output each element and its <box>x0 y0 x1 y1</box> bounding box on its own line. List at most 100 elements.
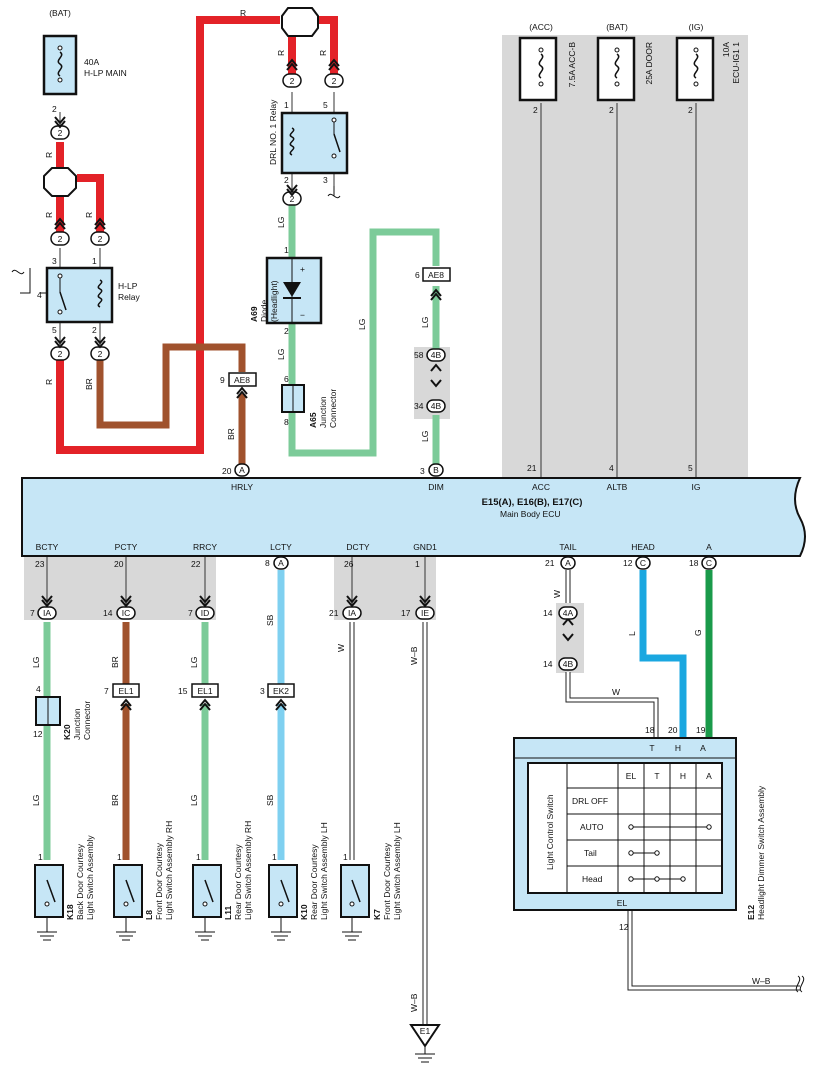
svg-text:IE: IE <box>421 608 429 618</box>
svg-text:PCTY: PCTY <box>115 542 138 552</box>
fuse-acc-b: (ACC) 2 7.5A ACC-B <box>518 22 577 115</box>
svg-text:20: 20 <box>222 466 232 476</box>
svg-text:1: 1 <box>196 852 201 862</box>
ecu-top-grey-panel <box>502 35 748 479</box>
svg-text:58: 58 <box>414 350 424 360</box>
svg-text:14: 14 <box>103 608 113 618</box>
fuse-door: (BAT) 2 25A DOOR <box>596 22 654 115</box>
svg-text:25A DOOR: 25A DOOR <box>644 42 654 85</box>
svg-text:20: 20 <box>114 559 124 569</box>
junction-connector-k20: K20 Junction Connector <box>35 696 92 740</box>
svg-text:2: 2 <box>290 194 295 204</box>
svg-text:EL: EL <box>626 771 637 781</box>
svg-text:H-LP MAIN: H-LP MAIN <box>84 68 127 78</box>
drl-relay: DRL NO. 1 Relay <box>268 99 349 199</box>
svg-text:Head: Head <box>582 874 603 884</box>
svg-text:A: A <box>706 771 712 781</box>
wb-wires <box>422 622 800 1025</box>
svg-text:R: R <box>44 152 54 158</box>
svg-text:K18: K18 <box>65 904 75 920</box>
svg-text:2: 2 <box>284 175 289 185</box>
svg-text:17: 17 <box>401 608 411 618</box>
svg-text:A65: A65 <box>308 412 318 428</box>
svg-text:Front Door Courtesy: Front Door Courtesy <box>154 842 164 920</box>
svg-text:T: T <box>654 771 659 781</box>
lightgreen-wires <box>43 205 440 860</box>
svg-text:H-LP: H-LP <box>118 281 138 291</box>
svg-text:20: 20 <box>668 725 678 735</box>
svg-text:Light Switch Assembly LH: Light Switch Assembly LH <box>319 822 329 920</box>
svg-text:9: 9 <box>220 375 225 385</box>
svg-text:(ACC): (ACC) <box>529 22 553 32</box>
svg-text:R: R <box>240 8 246 18</box>
svg-text:Light Control Switch: Light Control Switch <box>545 794 555 870</box>
svg-text:3: 3 <box>52 256 57 266</box>
svg-text:(BAT): (BAT) <box>606 22 628 32</box>
door-switch-k7: K7 Front Door Courtesy Light Switch Asse… <box>340 822 402 941</box>
svg-text:EL1: EL1 <box>118 686 133 696</box>
svg-text:H: H <box>680 771 686 781</box>
svg-text:23: 23 <box>35 559 45 569</box>
svg-text:L11: L11 <box>223 906 233 920</box>
svg-text:AE8: AE8 <box>428 270 444 280</box>
svg-text:12: 12 <box>619 922 629 932</box>
svg-text:22: 22 <box>191 559 201 569</box>
svg-text:R: R <box>276 50 286 56</box>
svg-text:Junction: Junction <box>72 708 82 740</box>
svg-text:7: 7 <box>104 686 109 696</box>
svg-text:W: W <box>336 644 346 652</box>
svg-text:2: 2 <box>688 105 693 115</box>
svg-text:4: 4 <box>36 684 41 694</box>
connector-2-g: 2 <box>324 73 344 88</box>
svg-text:BR: BR <box>110 656 120 668</box>
wire-l-blue <box>639 570 687 738</box>
wb-break-mark <box>795 975 805 993</box>
svg-text:(Headlight): (Headlight) <box>269 280 279 322</box>
svg-text:Light Switch Assembly RH: Light Switch Assembly RH <box>164 821 174 920</box>
svg-text:A: A <box>565 558 571 568</box>
svg-text:7: 7 <box>188 608 193 618</box>
svg-text:AE8: AE8 <box>234 375 250 385</box>
svg-text:15: 15 <box>178 686 188 696</box>
svg-text:C: C <box>706 558 712 568</box>
svg-text:LG: LG <box>189 657 199 668</box>
svg-text:LG: LG <box>31 795 41 806</box>
svg-text:3: 3 <box>323 175 328 185</box>
svg-text:A: A <box>239 465 245 475</box>
svg-text:4A: 4A <box>563 608 574 618</box>
svg-text:6: 6 <box>415 270 420 280</box>
svg-text:8: 8 <box>284 417 289 427</box>
svg-text:1: 1 <box>284 245 289 255</box>
main-body-ecu: E15(A), E16(B), E17(C) Main Body ECU HRL… <box>21 477 806 557</box>
wire-br-1 <box>96 343 246 429</box>
svg-text:4: 4 <box>37 290 42 300</box>
connector-2-c: 2 <box>90 231 110 246</box>
door-switch-l8: L8 Front Door Courtesy Light Switch Asse… <box>113 821 174 941</box>
svg-text:A: A <box>706 542 712 552</box>
svg-text:Main Body ECU: Main Body ECU <box>500 509 560 519</box>
svg-text:4B: 4B <box>431 401 442 411</box>
svg-text:40A: 40A <box>84 57 99 67</box>
svg-text:2: 2 <box>332 76 337 86</box>
svg-text:Rear Door Courtesy: Rear Door Courtesy <box>309 844 319 920</box>
svg-text:LG: LG <box>276 349 286 360</box>
svg-text:1: 1 <box>343 852 348 862</box>
svg-text:G: G <box>693 629 703 636</box>
svg-text:EK2: EK2 <box>273 686 289 696</box>
svg-text:34: 34 <box>414 401 424 411</box>
svg-text:R: R <box>318 50 328 56</box>
svg-text:7.5A ACC-B: 7.5A ACC-B <box>567 42 577 88</box>
svg-text:Light Switch Assembly: Light Switch Assembly <box>85 835 95 920</box>
svg-text:14: 14 <box>543 608 553 618</box>
svg-text:5: 5 <box>52 325 57 335</box>
svg-text:Tail: Tail <box>584 848 597 858</box>
svg-text:(IG): (IG) <box>689 22 704 32</box>
svg-text:LG: LG <box>357 319 367 330</box>
svg-text:18: 18 <box>689 558 699 568</box>
svg-text:R: R <box>44 212 54 218</box>
svg-text:1: 1 <box>38 852 43 862</box>
junction-connector-a65: A65 Junction Connector <box>281 384 338 428</box>
connector-2-d: 2 <box>50 346 70 361</box>
svg-text:B: B <box>433 465 439 475</box>
